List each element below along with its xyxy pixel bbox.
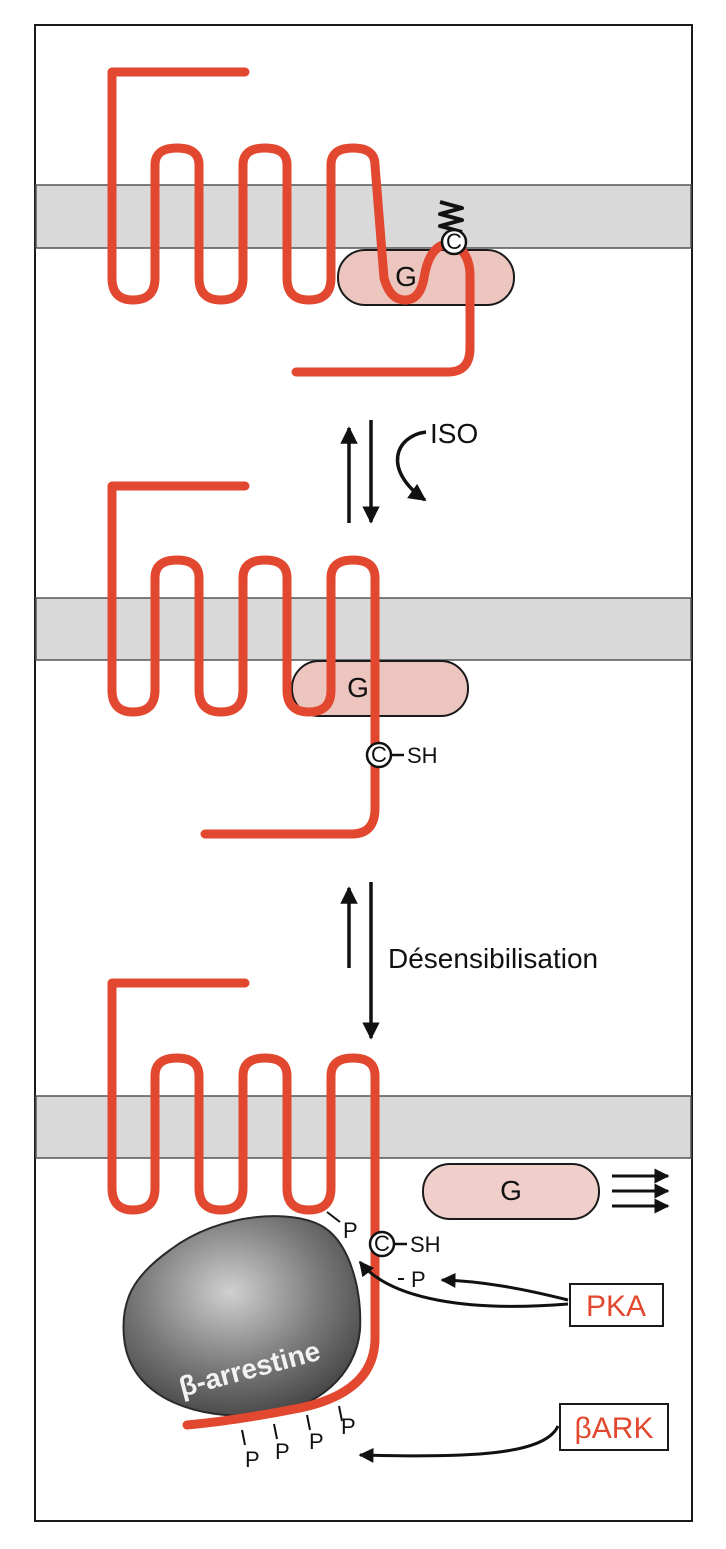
g-protein-2	[291, 660, 469, 717]
g-protein-label-1: G	[395, 261, 417, 292]
panel-3-desensitized-receptor: G β-arrestine P C SH P P P P P	[35, 978, 692, 1472]
g-protein-label-2: G	[347, 672, 369, 703]
phosphate-pka-2: P	[411, 1267, 426, 1292]
bark-phosphates: P P P P	[241, 1405, 356, 1472]
cysteine-label-2: C	[371, 742, 387, 767]
cysteine-icon-3	[368, 1230, 396, 1258]
cysteine-label-1: C	[446, 229, 462, 254]
desensitization-label: Désensibilisation	[388, 943, 598, 974]
pka-arrow-lower	[358, 1260, 569, 1308]
receptor-1	[107, 67, 475, 377]
sh-label-3: SH	[410, 1232, 441, 1257]
g-protein-label-3: G	[500, 1175, 522, 1206]
cysteine-label-3: C	[374, 1231, 390, 1256]
cysteine-icon-2	[365, 741, 393, 769]
phosphate-pka-1: P	[343, 1218, 358, 1243]
phosphate-bark-2: P	[275, 1439, 290, 1464]
receptor-3	[107, 978, 380, 1430]
bark-box	[559, 1403, 669, 1451]
release-arrows	[612, 1168, 670, 1214]
receptor-2	[107, 481, 380, 839]
phosphate-bark-1: P	[245, 1447, 260, 1472]
membrane-1	[35, 184, 692, 249]
phosphate-bark-4: P	[341, 1414, 356, 1439]
cysteine-icon-1	[440, 228, 468, 256]
iso-label: ISO	[430, 418, 478, 449]
bark-label: βARK	[575, 1412, 654, 1445]
iso-curved-arrow	[395, 430, 427, 502]
pka-box	[569, 1283, 664, 1327]
pka-label: PKA	[586, 1290, 646, 1323]
equilibrium-arrows-1: ISO	[340, 418, 478, 524]
membrane-3	[35, 1095, 692, 1159]
equilibrium-arrows-2: Désensibilisation	[340, 882, 598, 1040]
sh-label-2: SH	[407, 743, 438, 768]
beta-arrestin-shape	[122, 1215, 362, 1417]
palmitate-chain	[438, 200, 464, 234]
panel-2-depalmitoylated-receptor: G C SH	[35, 481, 692, 839]
bark-arrow	[358, 1425, 560, 1463]
pka-arrow-upper	[440, 1272, 569, 1302]
g-protein-3	[422, 1163, 600, 1220]
membrane-2	[35, 597, 692, 661]
phosphate-bark-3: P	[309, 1429, 324, 1454]
panel-1-palmitoylated-receptor: C G	[35, 67, 692, 377]
